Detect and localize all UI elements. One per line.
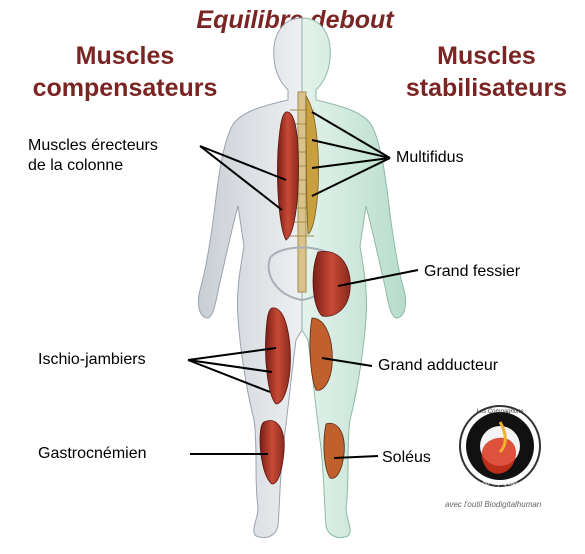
gastrocnemius-label: Gastrocnémien <box>38 444 147 464</box>
adductor-magnus-label: Grand adducteur <box>378 356 498 376</box>
body-left-half <box>198 18 302 538</box>
credit-note: avec l'outil Biodigitalhuman <box>445 500 541 509</box>
logo-top-text: Les Compagnons <box>476 409 523 415</box>
multifidus-label: Multifidus <box>396 148 464 168</box>
erector-label-line-2: de la colonne <box>28 156 158 176</box>
hamstrings-label: Ischio-jambiers <box>38 350 146 370</box>
soleus-label: Soléus <box>382 448 431 468</box>
logo-bottom-text: du Taiji Quan <box>482 481 518 487</box>
logo: Les Compagnons du Taiji Quan <box>460 406 540 487</box>
gluteus-maximus-label: Grand fessier <box>424 262 520 282</box>
erector-spinae-label: Muscles érecteurs de la colonne <box>28 136 158 176</box>
erector-label-line-1: Muscles érecteurs <box>28 136 158 156</box>
